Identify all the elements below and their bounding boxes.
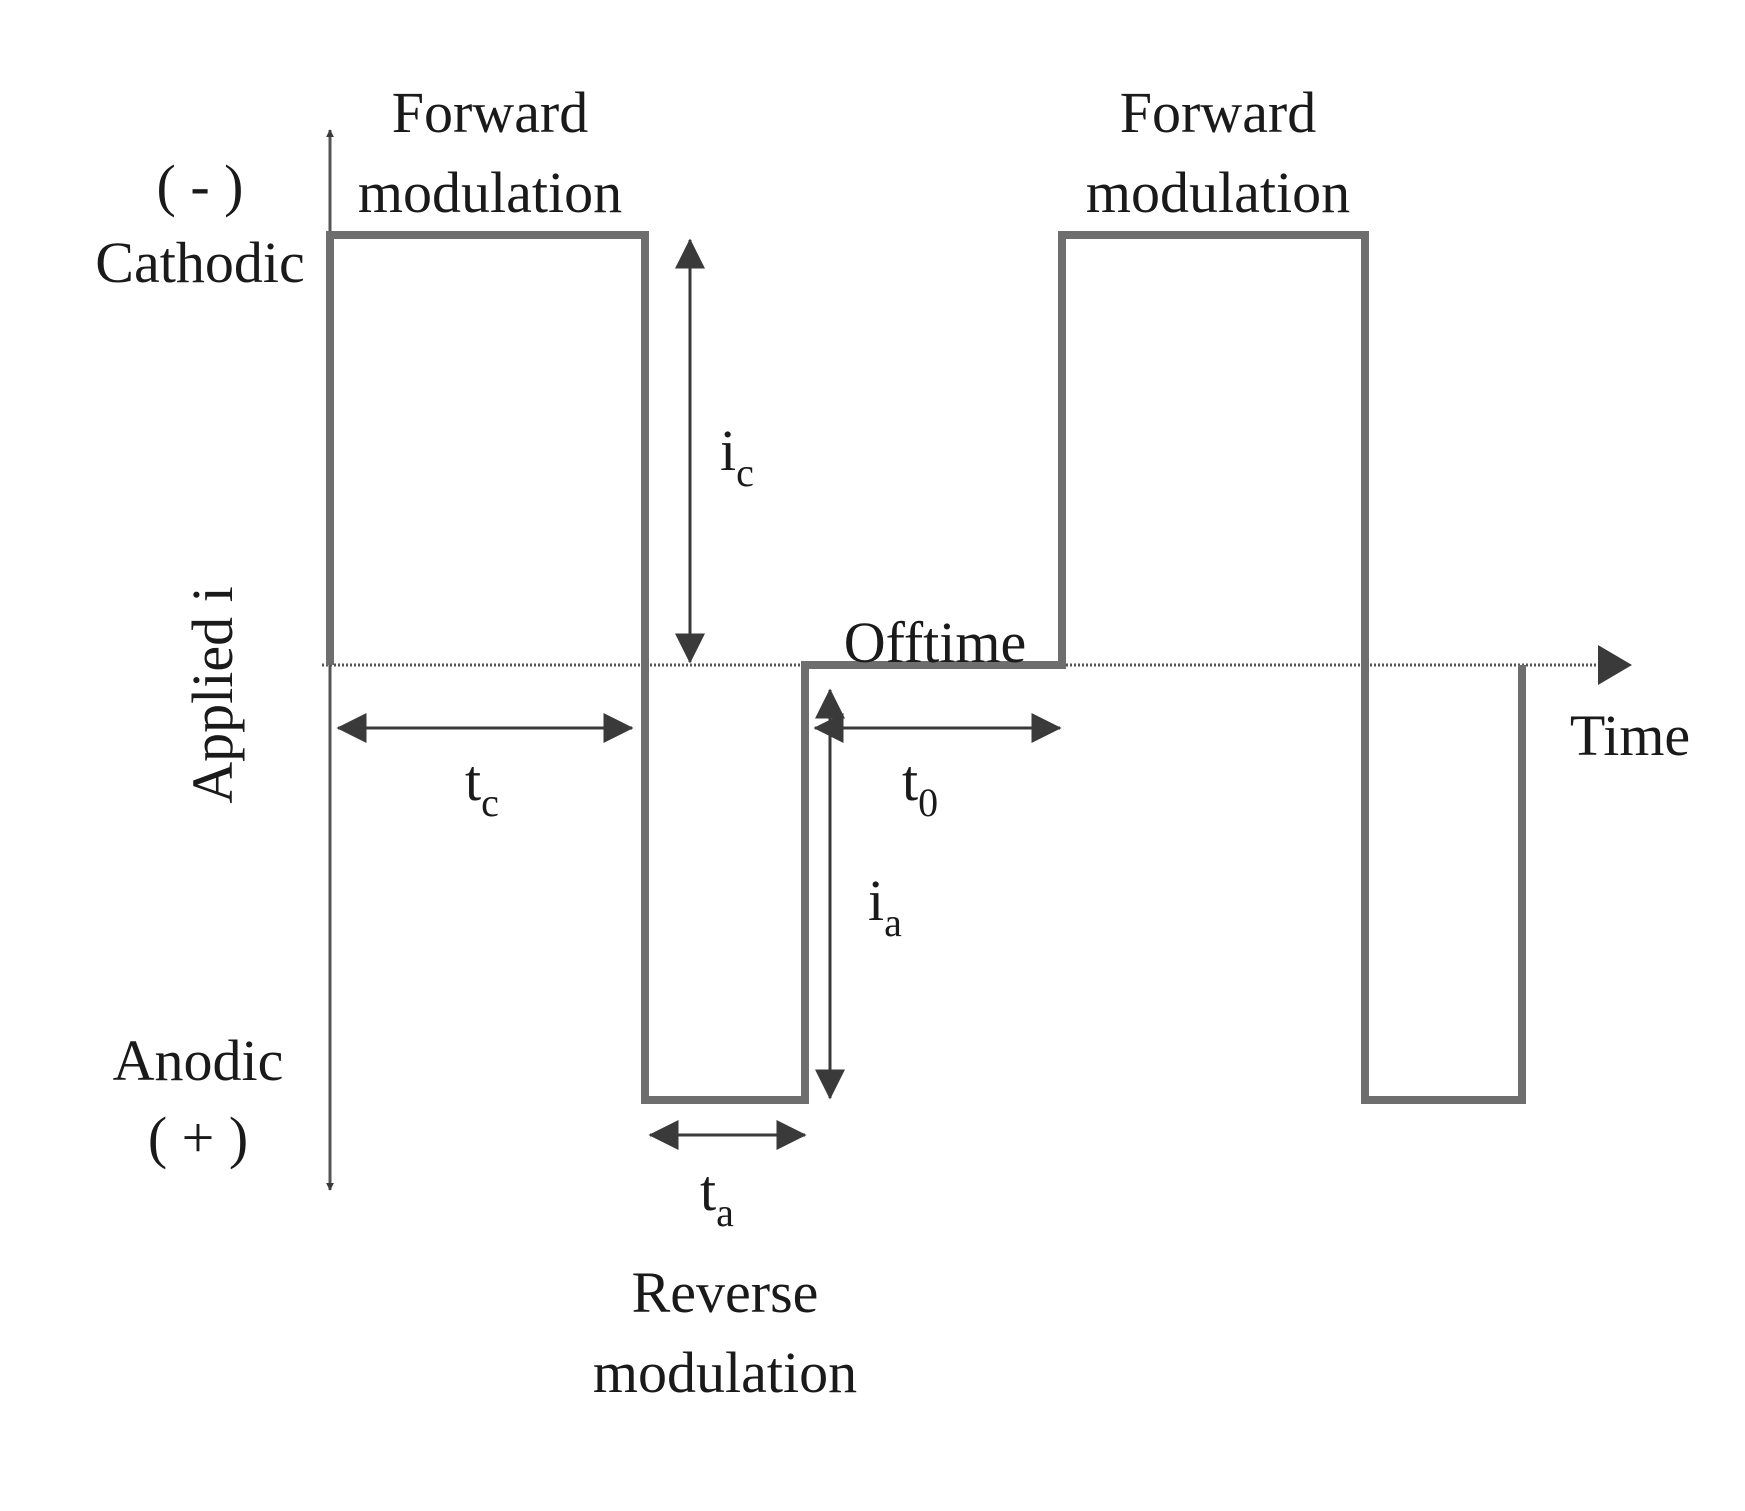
reverse-modulation-line2: modulation: [593, 1340, 857, 1405]
forward-modulation-2-line2: modulation: [1086, 160, 1350, 225]
forward-modulation-1-line2: modulation: [358, 160, 622, 225]
tc-symbol: tc: [465, 748, 499, 825]
forward-modulation-2-line1: Forward: [1120, 80, 1317, 145]
x-axis-arrow-icon: [1598, 645, 1632, 685]
cathodic-label: Cathodic: [95, 230, 304, 295]
t0-symbol: t0: [902, 748, 938, 825]
anodic-label: Anodic: [113, 1028, 284, 1093]
ic-symbol: ic: [720, 418, 754, 495]
ta-symbol: ta: [700, 1158, 734, 1235]
anodic-sign-label: ( + ): [148, 1105, 248, 1170]
reverse-modulation-line1: Reverse: [632, 1260, 819, 1325]
offtime-label: Offtime: [844, 610, 1027, 675]
time-axis-label: Time: [1570, 703, 1690, 768]
forward-modulation-1-line1: Forward: [392, 80, 589, 145]
y-axis-label: Applied i: [180, 586, 245, 803]
cathodic-sign-label: ( - ): [157, 153, 244, 218]
ia-symbol: ia: [868, 868, 902, 945]
